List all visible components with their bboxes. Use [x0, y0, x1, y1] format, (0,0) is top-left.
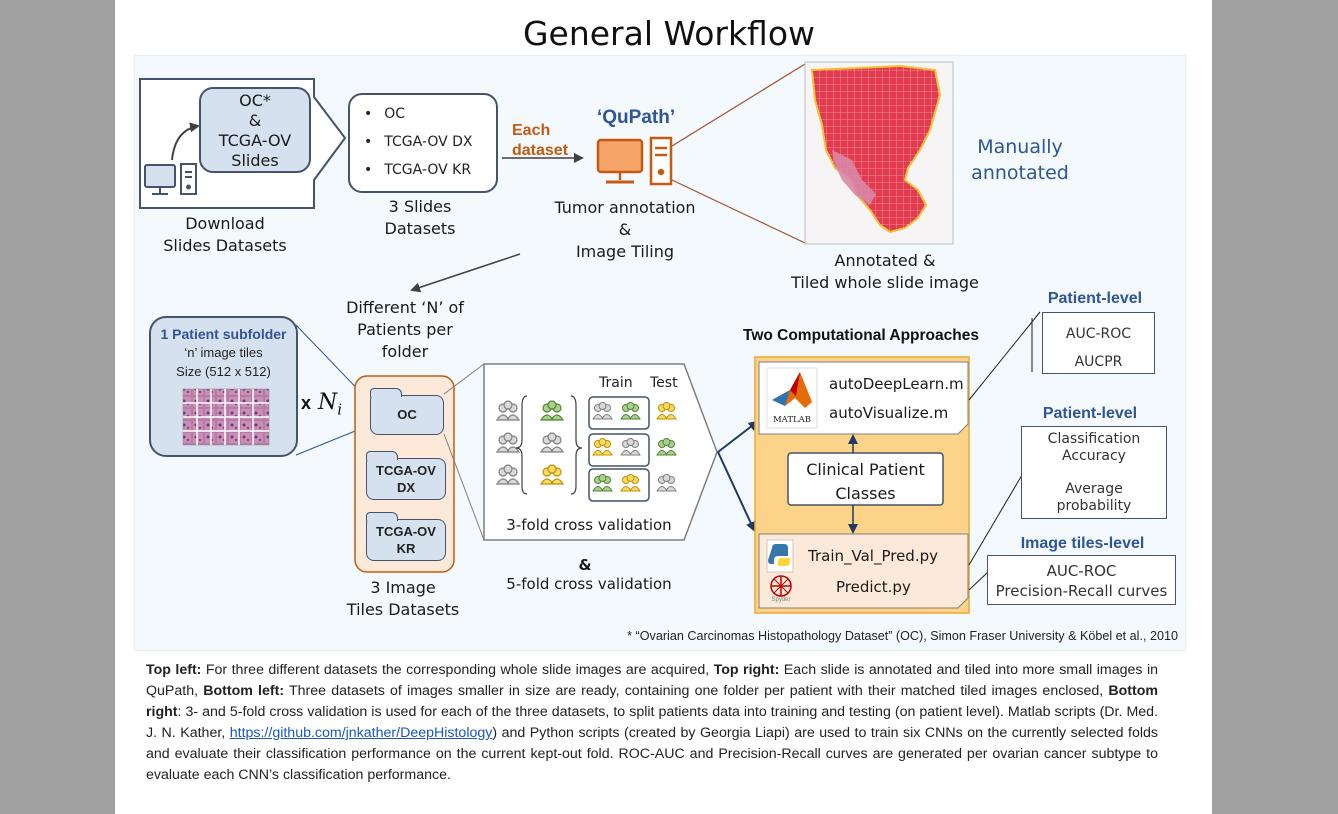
- metric2-avg-prob: Average probability: [1056, 481, 1132, 514]
- slides-datasets-box: OC TCGA-OV DX TCGA-OV KR: [348, 93, 498, 193]
- qupath-computer-icon: [596, 136, 673, 186]
- metric2-heading: Patient-level: [1042, 405, 1138, 422]
- cv5-label: 5-fold cross validation: [506, 575, 672, 593]
- folder-tcga-dx: TCGA-OV DX: [365, 451, 446, 500]
- metric3-auc-roc: AUC-ROC: [1046, 562, 1117, 580]
- zoom-line-bottom: [671, 179, 806, 244]
- dataset-item-tcga-kr: TCGA-OV KR: [364, 156, 496, 184]
- fold-people: [592, 402, 677, 492]
- tissue-annotation: [810, 64, 942, 234]
- figure-caption: Top left: For three different datasets t…: [146, 660, 1158, 786]
- folder-oc: OC: [369, 388, 444, 435]
- patient-subfolder-line1: ‘n’ image tiles: [184, 345, 263, 360]
- cv3-label: 3-fold cross validation: [506, 516, 672, 534]
- brace-left: [515, 395, 528, 495]
- cv-link-bottom: [443, 433, 485, 541]
- source-slides-box: OC* & TCGA-OV Slides: [199, 87, 311, 173]
- spyder-logo-text: Spyder: [771, 597, 791, 603]
- caption-bold-4: Bottom right: [146, 683, 1158, 720]
- caption-bold-2: Top right:: [713, 662, 780, 678]
- tissue-pink: [832, 150, 876, 205]
- metric1-auc-roc: AUC-ROC: [1065, 326, 1132, 342]
- slides-datasets-label: 3 Slides Datasets: [384, 197, 456, 238]
- metric1-aucpr: AUCPR: [1074, 354, 1123, 370]
- metric2-box: Classification Accuracy Average probabil…: [1021, 426, 1167, 519]
- multiplier-n: N: [318, 390, 338, 415]
- qupath-title: ‘QuPath’: [597, 107, 676, 128]
- image-datasets-label: 3 Image Tiles Datasets: [346, 578, 460, 619]
- metric-line-2: [968, 474, 1023, 566]
- caption-text-1: For three different datasets the corresp…: [201, 662, 714, 678]
- clinical-classes-label: Clinical Patient Classes: [806, 460, 925, 503]
- caption-text-5: ) and Python scripts (created by Georgia…: [146, 725, 1158, 783]
- caption-text-4: : 3- and 5-fold cross validation is used…: [146, 704, 1158, 741]
- python-script-predict: Predict.py: [836, 578, 911, 596]
- cv-inner: [492, 392, 680, 504]
- python-note: [758, 533, 969, 609]
- metric3-heading: Image tiles-level: [1020, 535, 1145, 552]
- patients-per-folder-label: Different ‘N’ of Patients per folder: [346, 298, 464, 361]
- folder-tcga-kr: TCGA-OV KR: [365, 512, 446, 561]
- brace-right: [570, 395, 583, 495]
- python-icon: [766, 539, 794, 573]
- cv-link-top: [443, 363, 485, 395]
- metric1-box: AUC-ROC AUCPR: [1042, 312, 1155, 374]
- computer-icon: [144, 163, 197, 195]
- footnote: * “Ovarian Carcinomas Histopathology Dat…: [627, 629, 1178, 643]
- multiplier-sub: i: [337, 400, 343, 419]
- metric-line-1: [968, 311, 1041, 401]
- metric3-box: AUC-ROC Precision-Recall curves: [987, 555, 1176, 605]
- test-label: Test: [650, 375, 678, 391]
- curved-arrow: [171, 122, 200, 161]
- zoom-line-top: [671, 63, 806, 147]
- train-label: Train: [599, 375, 633, 391]
- clinical-box: [787, 452, 944, 506]
- matlab-logo-text: MATLAB: [772, 415, 812, 425]
- metric1-heading: Patient-level: [1047, 290, 1143, 307]
- qupath-label: Tumor annotation & Image Tiling: [554, 198, 696, 261]
- page-title: General Workflow: [522, 14, 816, 53]
- people-icons: [495, 400, 565, 485]
- patient-subfolder-title: 1 Patient subfolder: [160, 326, 287, 342]
- spyder-icon: [770, 575, 792, 597]
- tile-grid-lines: [183, 389, 269, 445]
- matlab-icon: [766, 367, 818, 429]
- github-link[interactable]: https://github.com/jnkather/DeepHistolog…: [229, 725, 493, 741]
- download-label: Download Slides Datasets: [163, 214, 287, 255]
- metric3-pr-curves: Precision-Recall curves: [995, 582, 1168, 600]
- caption-text-2: Each slide is annotated and tiled into m…: [146, 662, 1158, 699]
- matlab-script-autovisualize: autoVisualize.m: [829, 404, 949, 422]
- arrow-to-folders: [410, 253, 521, 293]
- python-script-trainvalpred: Train_Val_Pred.py: [808, 547, 938, 565]
- cv-amp-label: &: [578, 556, 592, 574]
- dataset-item-oc: OC: [364, 100, 496, 128]
- multiplier-label: x Ni: [301, 390, 342, 418]
- multiplier-x: x: [301, 393, 312, 413]
- caption-bold-1: Top left:: [146, 662, 202, 678]
- approaches-title: Two Computational Approaches: [743, 327, 979, 344]
- caption-text-3: Three datasets of images smaller in size…: [284, 683, 1109, 699]
- arrow-to-python: [717, 451, 756, 532]
- metric-line-3: [968, 571, 989, 591]
- arrow-to-matlab: [717, 420, 759, 453]
- fold-boxes: [588, 396, 650, 502]
- patient-subfolder-line2: Size (512 x 512): [176, 364, 271, 379]
- each-dataset-label: Each dataset: [512, 122, 569, 159]
- matlab-script-autodeeplearn: autoDeepLearn.m: [829, 375, 964, 393]
- metric2-accuracy: Classification Accuracy: [1047, 431, 1141, 464]
- wsi-label: Annotated & Tiled whole slide image: [791, 251, 979, 292]
- manually-annotated-label: Manually annotated: [971, 136, 1069, 184]
- caption-bold-3: Bottom left:: [203, 683, 285, 699]
- dataset-item-tcga-dx: TCGA-OV DX: [364, 128, 496, 156]
